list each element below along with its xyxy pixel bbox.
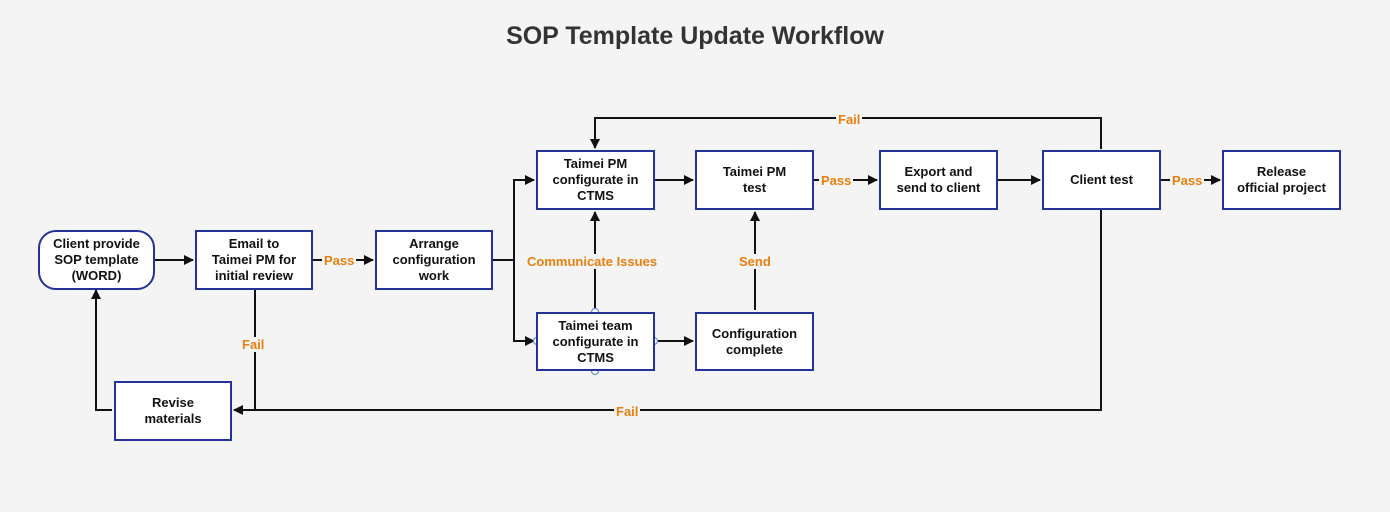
node-pm-configurate: Taimei PM configurate in CTMS <box>536 150 655 210</box>
node-configuration-complete: Configuration complete <box>695 312 814 371</box>
label-fail-client-bottom: Fail <box>614 404 641 419</box>
label-pass-pm-test: Pass <box>819 173 854 188</box>
label-fail-client-top: Fail <box>836 112 863 127</box>
connector-revise-to-client <box>91 289 112 411</box>
label-pass-review: Pass <box>322 253 357 268</box>
connector-arrange-to-team <box>513 260 535 346</box>
node-export-send: Export and send to client <box>879 150 998 210</box>
node-client-provide: Client provide SOP template (WORD) <box>38 230 155 290</box>
node-release-project: Release official project <box>1222 150 1341 210</box>
connector-client-test-fail-bottom <box>233 210 1102 415</box>
node-revise-materials: Revise materials <box>114 381 232 441</box>
node-email-pm: Email to Taimei PM for initial review <box>195 230 313 290</box>
label-send: Send <box>737 254 773 269</box>
diagram-title: SOP Template Update Workflow <box>506 22 884 50</box>
label-communicate-issues: Communicate Issues <box>525 254 660 269</box>
node-client-test: Client test <box>1042 150 1161 210</box>
node-arrange-configuration: Arrange configuration work <box>375 230 493 290</box>
connector-arrange-split <box>493 175 535 261</box>
node-team-configurate: Taimei team configurate in CTMS <box>536 312 655 371</box>
label-fail-review: Fail <box>240 337 267 352</box>
node-pm-test: Taimei PM test <box>695 150 814 210</box>
label-pass-client: Pass <box>1170 173 1205 188</box>
